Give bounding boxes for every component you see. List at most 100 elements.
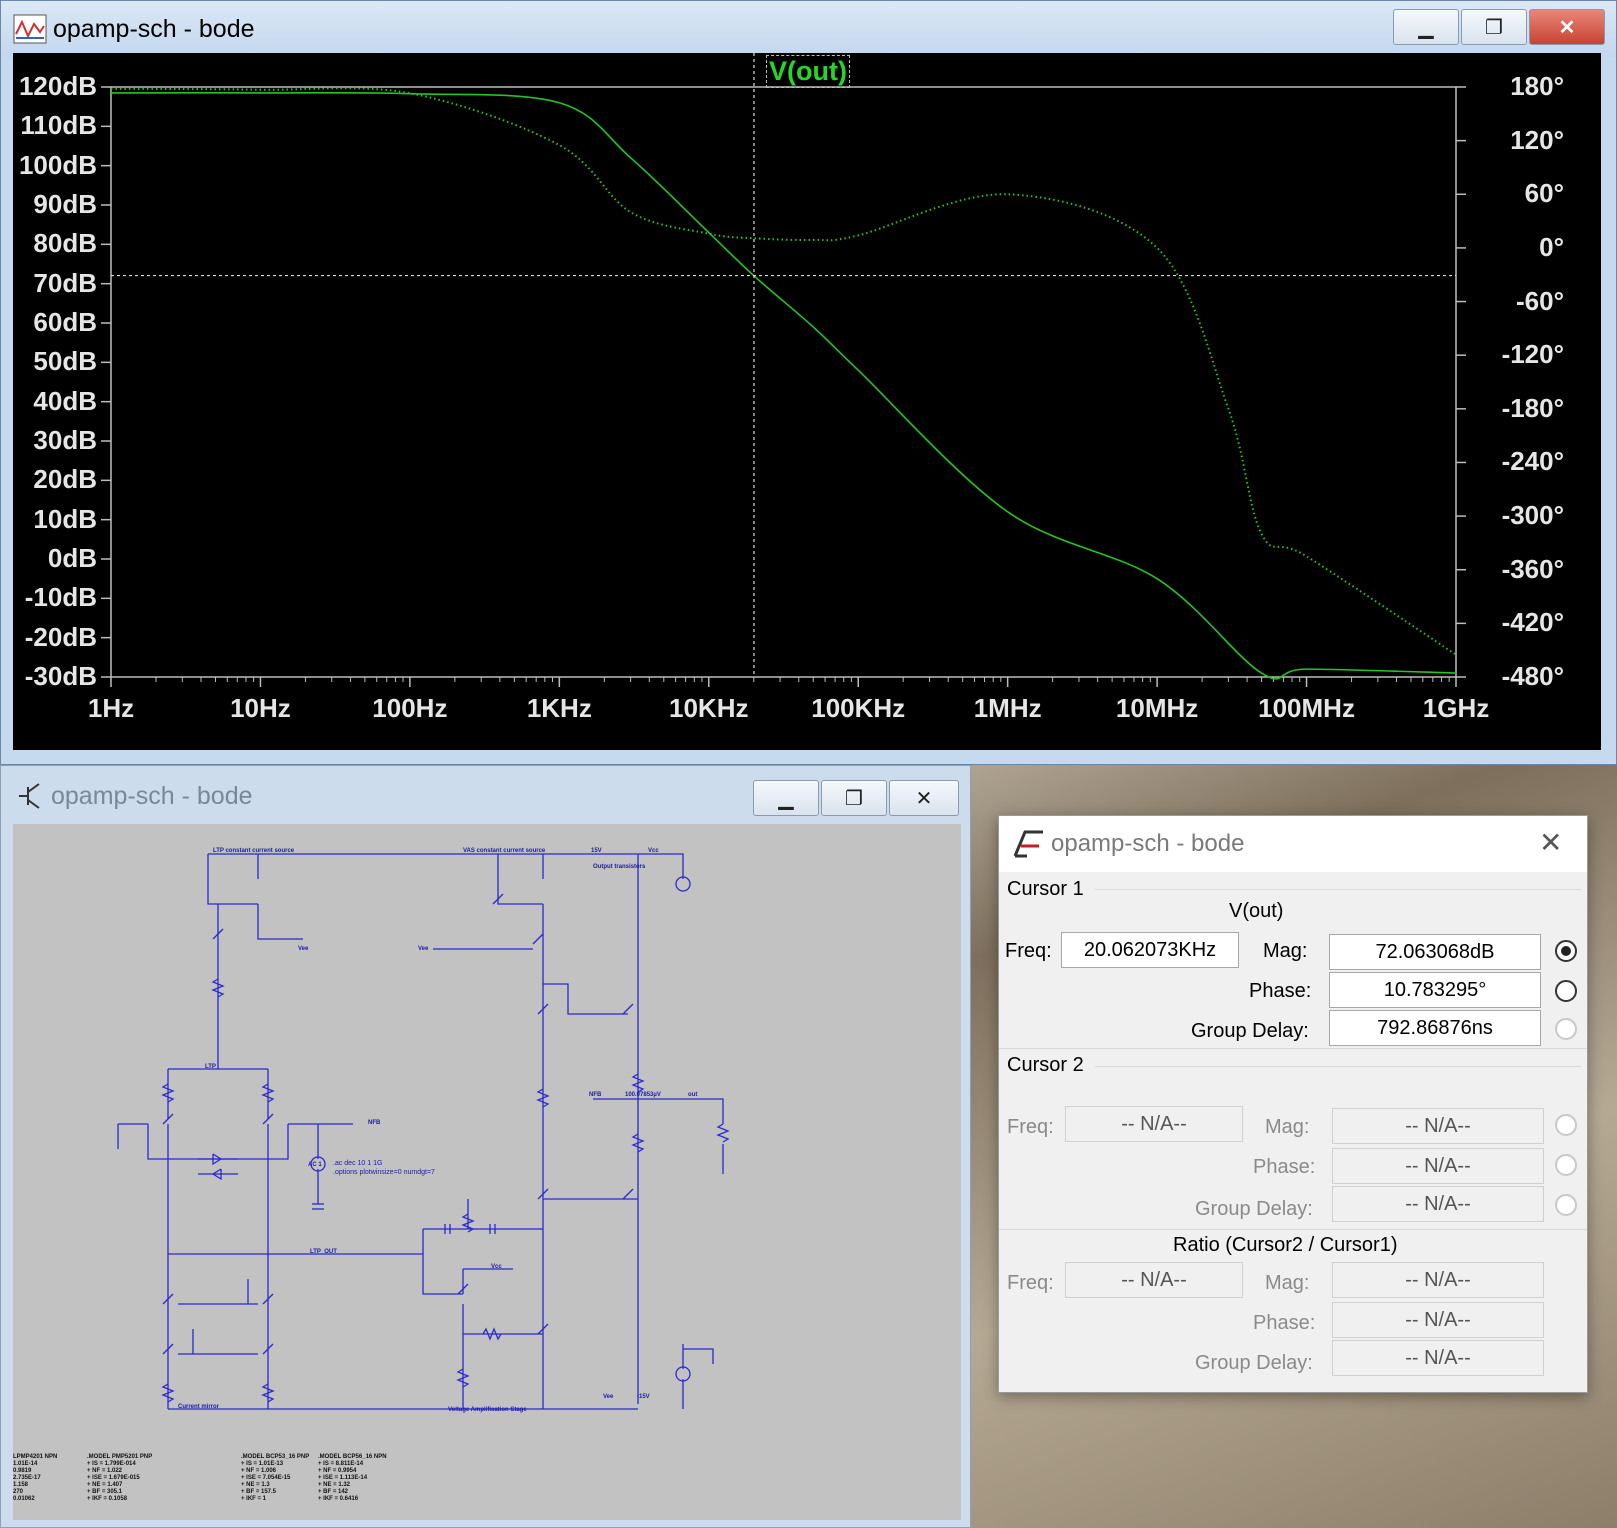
right-axis-tick-label: -300° (1501, 500, 1564, 531)
group-delay-label: Group Delay: (1191, 1020, 1309, 1042)
cursor2-gd-radio[interactable] (1555, 1194, 1577, 1216)
ratio-mag-field: -- N/A-- (1332, 1262, 1544, 1298)
group-delay-label: Group Delay: (1195, 1352, 1313, 1374)
cursor2-phase-radio[interactable] (1555, 1154, 1577, 1176)
dialog-titlebar[interactable]: opamp-sch - bode ✕ (999, 816, 1587, 872)
schematic-canvas[interactable]: LTP constant current source VAS constant… (13, 824, 961, 1520)
group-delay-label: Group Delay: (1195, 1198, 1313, 1220)
left-axis-tick-label: -20dB (24, 621, 97, 652)
left-axis-tick-label: -30dB (24, 661, 97, 691)
cursor1-heading: Cursor 1 (1007, 878, 1084, 900)
ratio-heading: Ratio (Cursor2 / Cursor1) (1173, 1234, 1398, 1256)
left-axis-tick-label: -10dB (24, 582, 97, 613)
right-axis-tick-label: 180° (1510, 71, 1564, 101)
x-axis-tick-label: 1Hz (87, 693, 135, 723)
cursor1-freq-field[interactable]: 20.062073KHz (1061, 932, 1239, 968)
close-button[interactable]: ✕ (1529, 9, 1605, 45)
x-axis-tick-label: 100Hz (372, 693, 448, 723)
left-axis-tick-label: 0dB (47, 543, 97, 573)
dialog-title: opamp-sch - bode (1051, 830, 1245, 857)
right-axis-tick-label: -420° (1501, 607, 1564, 638)
transistor-app-icon (19, 783, 40, 809)
cursor2-mag-field: -- N/A-- (1332, 1108, 1544, 1144)
left-axis-tick-label: 70dB (33, 267, 97, 298)
divider (1095, 1066, 1581, 1067)
left-axis-tick-label: 90dB (33, 189, 97, 219)
right-axis-tick-label: -120° (1501, 339, 1564, 370)
left-axis-tick-label: 10dB (33, 503, 97, 534)
window-title: opamp-sch - bode (51, 781, 253, 810)
cursor2-group-delay-field: -- N/A-- (1332, 1186, 1544, 1222)
cursor1-mag-radio[interactable] (1555, 940, 1577, 962)
x-axis-tick-label: 1GHz (1422, 693, 1490, 723)
cursor1-gd-radio[interactable] (1555, 1018, 1577, 1040)
cursor-dialog: opamp-sch - bode ✕ Cursor 1 V(out) Freq:… (998, 815, 1588, 1393)
x-axis-tick-label: 1KHz (526, 693, 592, 723)
phase-label: Phase: (1249, 980, 1312, 1002)
cursor1-group-delay-field[interactable]: 792.86876ns (1329, 1010, 1541, 1046)
left-axis-tick-label: 110dB (20, 110, 97, 141)
phase-label: Phase: (1253, 1156, 1316, 1178)
close-button[interactable]: ✕ (889, 780, 959, 816)
right-axis-tick-label: 0° (1539, 231, 1564, 262)
close-icon[interactable]: ✕ (1539, 827, 1563, 858)
left-axis-tick-label: 50dB (33, 346, 97, 377)
magnitude-trace (110, 91, 1457, 680)
left-axis-tick-label: 60dB (33, 307, 97, 337)
cursor1-phase-field[interactable]: 10.783295° (1329, 972, 1541, 1008)
waveform-app-icon (13, 14, 47, 44)
restore-button[interactable]: ❐ (821, 780, 887, 816)
window-title: opamp-sch - bode (53, 14, 255, 43)
schematic-wires (117, 853, 730, 1410)
x-axis-tick-label: 1MHz (973, 693, 1042, 723)
cursor2-freq-field: -- N/A-- (1065, 1106, 1243, 1142)
mag-label: Mag: (1265, 1116, 1310, 1138)
schematic-titlebar[interactable]: opamp-sch - bode (1, 766, 970, 826)
divider (999, 1229, 1587, 1230)
left-axis-tick-label: 30dB (33, 425, 97, 455)
ratio-freq-field: -- N/A-- (1065, 1262, 1243, 1298)
right-axis-tick-label: -480° (1501, 661, 1564, 691)
freq-label: Freq: (1007, 1272, 1054, 1294)
bode-plot-svg[interactable] (13, 53, 1601, 750)
minimize-button[interactable]: ▁ (753, 780, 819, 816)
x-axis-tick-label: 10MHz (1115, 693, 1199, 723)
divider (1095, 889, 1581, 890)
left-axis-tick-label: 80dB (33, 228, 97, 259)
x-axis-tick-label: 100MHz (1258, 693, 1355, 723)
right-axis-tick-label: -360° (1501, 553, 1564, 584)
ratio-phase-field: -- N/A-- (1332, 1302, 1544, 1338)
right-axis-tick-label: 60° (1524, 178, 1564, 209)
cursor1-phase-radio[interactable] (1555, 980, 1577, 1002)
freq-label: Freq: (1005, 940, 1052, 962)
cursor2-phase-field: -- N/A-- (1332, 1148, 1544, 1184)
right-axis-tick-label: 120° (1510, 124, 1564, 155)
lt-logo-icon (1013, 830, 1043, 858)
cursor1-mag-field[interactable]: 72.063068dB (1329, 934, 1541, 970)
phase-trace (110, 87, 1457, 656)
left-axis-tick-label: 40dB (33, 385, 97, 416)
cursor2-mag-radio[interactable] (1555, 1114, 1577, 1136)
right-axis-tick-label: -240° (1501, 446, 1564, 477)
cursor1-trace-name: V(out) (1229, 900, 1284, 922)
x-axis-tick-label: 10KHz (669, 693, 749, 723)
schematic-window: opamp-sch - bode ▁ ❐ ✕ (0, 765, 971, 1528)
x-axis-tick-label: 10Hz (230, 693, 291, 723)
ratio-group-delay-field: -- N/A-- (1332, 1340, 1544, 1376)
mag-label: Mag: (1263, 940, 1308, 962)
right-axis-tick-label: -60° (1516, 285, 1564, 316)
phase-label: Phase: (1253, 1312, 1316, 1334)
restore-button[interactable]: ❐ (1461, 9, 1527, 45)
x-axis-tick-label: 100KHz (811, 693, 906, 723)
trace-label-vout[interactable]: V(out) (766, 55, 850, 88)
plot-frame (110, 86, 1457, 678)
minimize-button[interactable]: ▁ (1393, 9, 1459, 45)
bode-titlebar[interactable]: opamp-sch - bode (1, 1, 1616, 57)
freq-label: Freq: (1007, 1116, 1054, 1138)
mag-label: Mag: (1265, 1272, 1310, 1294)
left-axis-tick-label: 20dB (33, 464, 97, 495)
cursor2-heading: Cursor 2 (1007, 1054, 1084, 1076)
left-axis-tick-label: 100dB (18, 149, 97, 180)
